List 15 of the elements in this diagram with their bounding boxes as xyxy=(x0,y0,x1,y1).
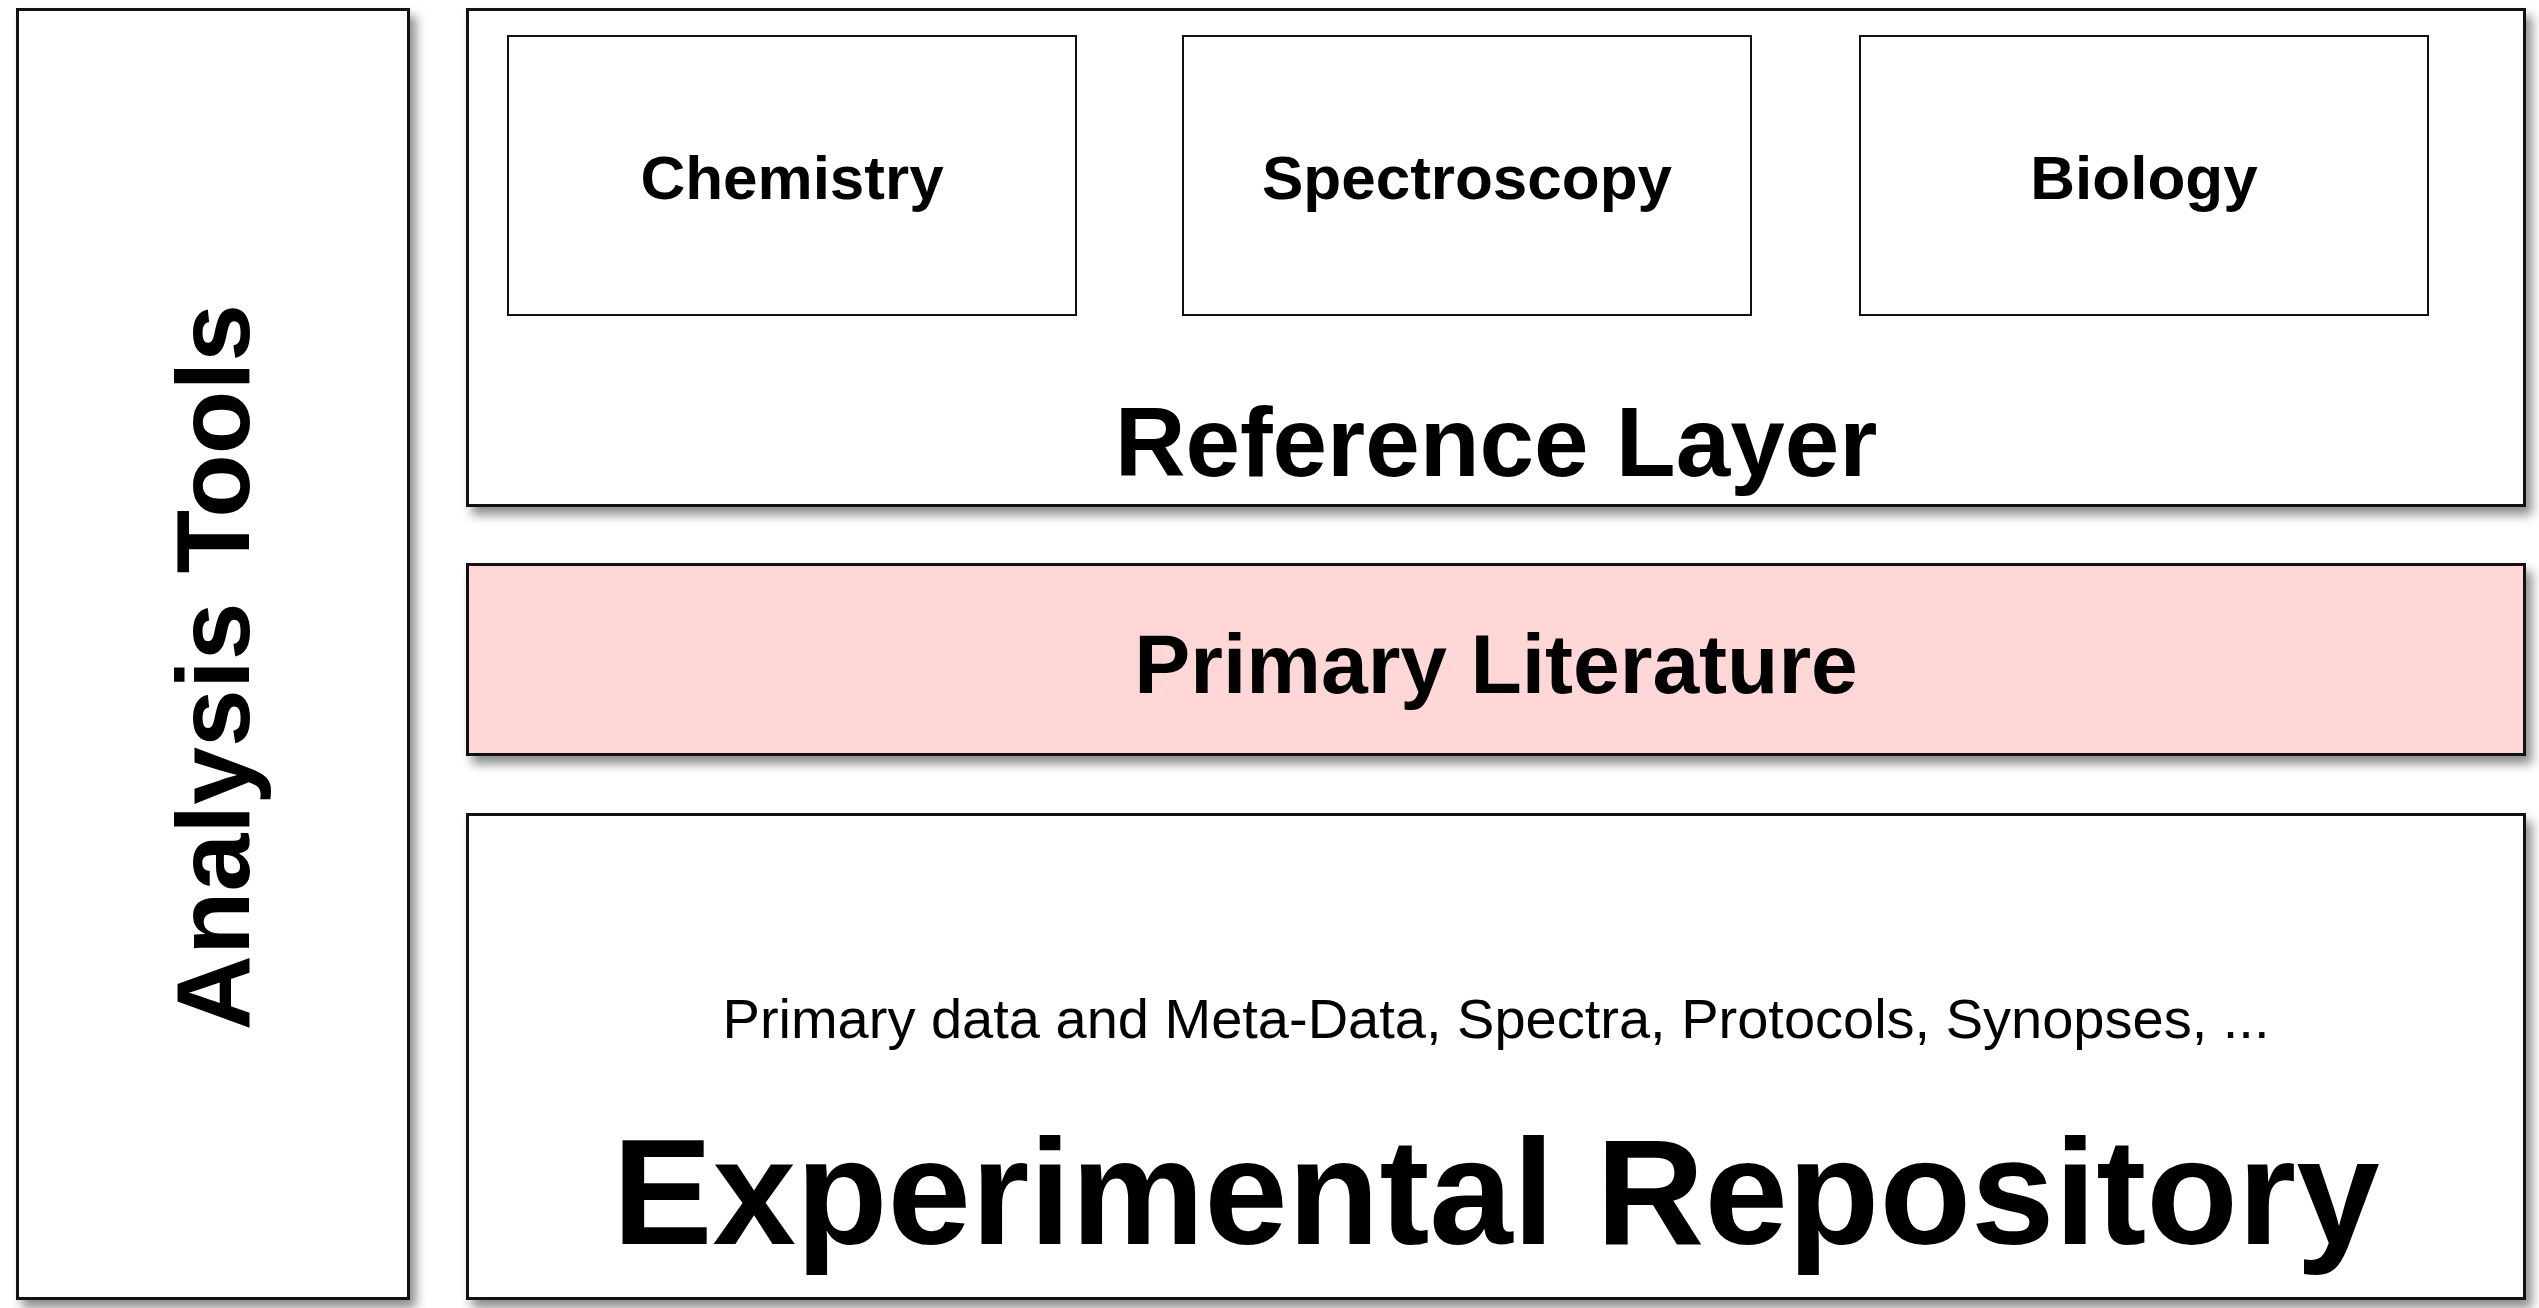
box-title: Reference Layer xyxy=(1113,386,1879,499)
box-title: Spectroscopy xyxy=(1261,142,1673,213)
panel-title: Analysis Tools xyxy=(153,303,272,1031)
layer-box xyxy=(466,8,2526,507)
category-box xyxy=(1859,35,2429,316)
description-text: Primary data and Meta-Data, Spectra, Protocols, Synopses, ... xyxy=(721,986,2271,1051)
layer-box xyxy=(466,813,2526,1300)
box-title: Primary Literature xyxy=(1133,616,1859,713)
box-title: Biology xyxy=(2029,142,2259,213)
layer-box xyxy=(466,563,2526,756)
category-box xyxy=(1182,35,1752,316)
category-box xyxy=(507,35,1077,316)
side-panel xyxy=(16,8,410,1300)
box-title: Chemistry xyxy=(639,142,945,213)
box-title: Experimental Repository xyxy=(611,1107,2381,1278)
